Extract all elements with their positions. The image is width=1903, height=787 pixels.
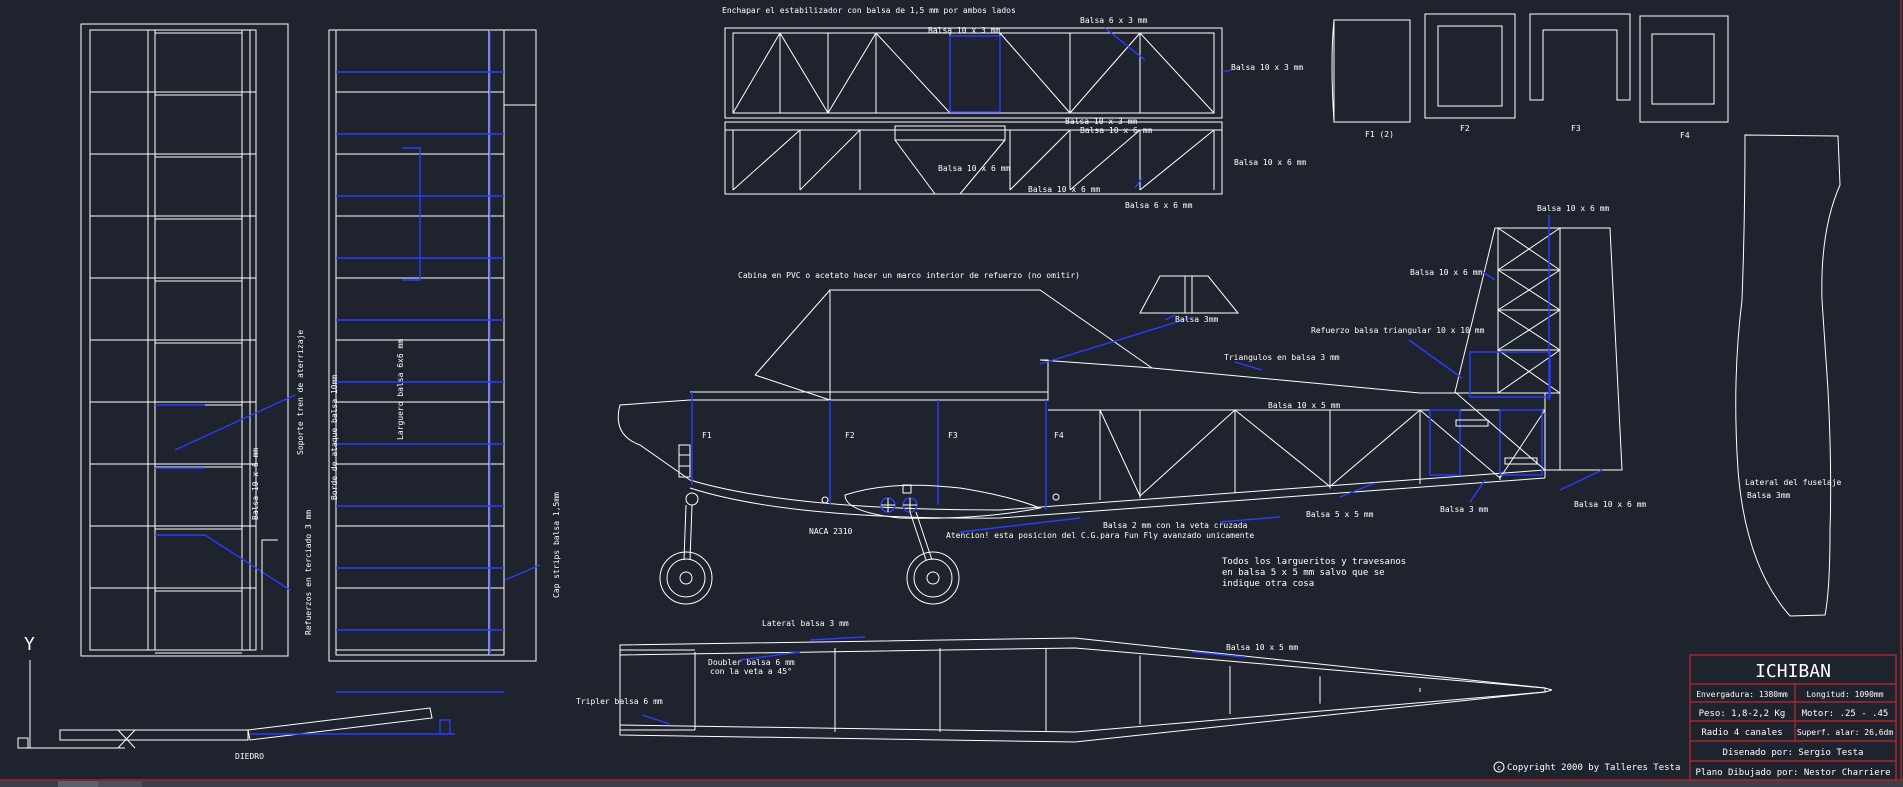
fus-label-fin-left: Balsa 10 x 6 mm [1410,268,1482,277]
svg-text:c: c [1497,764,1501,772]
drawing-line [1139,32,1215,114]
drawing-line [732,32,781,114]
wing-plan-left: Soporte tren de aterrizaje Balsa 10 x 6 … [80,23,313,657]
drawing-line [1234,409,1331,487]
fus-label-cabina: Cabina en PVC o acetato hacer un marco i… [738,271,1080,280]
drawing-line [1139,409,1236,497]
title-block-title: ICHIBAN [1755,661,1831,682]
drawing-line [875,32,951,114]
drawing-line [1099,409,1141,497]
drawing-line [1329,409,1421,487]
copyright-text: Copyright 2000 by Talleres Testa [1507,763,1680,773]
stab-label-b10x6-right: Balsa 10 x 6 mm [1234,158,1306,167]
former-label-f2: F2 [1460,124,1470,133]
fus-label-naca: NACA 2310 [809,527,853,536]
fuselage-lateral-profile: Lateral del fuselaje Balsa 3mm [1735,134,1842,617]
stab-label-b6x3: Balsa 6 x 3 mm [1080,16,1148,25]
former-label-f1: F1 (2) [1365,130,1394,139]
fus-note-line2: en balsa 5 x 5 mm salvo que se [1222,568,1385,578]
fus-label-atencion: Atencion! esta posicion del C.G.para Fun… [946,531,1254,540]
fus-label-triangulos: Triangulos en balsa 3 mm [1224,353,1340,362]
title-block-dibujado: Plano Dibujado por: Nestor Charriere [1695,768,1890,778]
ucs-axis-y: Y [24,634,35,655]
title-block-superficie: Superf. alar: 26,6dm [1797,728,1894,737]
former-label-f4: F4 [1680,131,1690,140]
stab-label-b10x6-bottom: Balsa 10 x 6 mm [1028,185,1100,194]
stab-note: Enchapar el estabilizador con balsa de 1… [722,6,1016,15]
diedro-view: DIEDRO [59,707,455,761]
fus-note-line1: Todos los largueritos y travesanos [1222,557,1406,567]
stab-label-b10x3-top: Balsa 10 x 3 mm [928,26,1000,35]
title-block-longitud: Longitud: 1090mm [1806,690,1883,699]
layout-tab-layout[interactable] [98,781,142,787]
title-block-motor: Motor: .25 - .45 [1802,709,1889,719]
fus-label-f1: F1 [702,431,712,440]
wing-label-borde: Borde de ataque balsa 10mm [330,375,339,500]
stabilizer-plan: Enchapar el estabilizador con balsa de 1… [722,6,1306,210]
fus-label-balsa3-top: Balsa 3mm [1175,315,1219,324]
drawing-line [779,32,829,114]
fus-label-refuerzo-tri: Refuerzo balsa triangular 10 x 10 mm [1311,326,1485,335]
drawing-line [799,129,861,191]
stab-label-b6x6: Balsa 6 x 6 mm [1125,201,1193,210]
ucs-axis-x: X [119,751,120,753]
drawing-line [732,129,801,191]
wing-label-cap: Cap strips balsa 1,5mm [552,492,561,598]
drawing-line [1499,409,1546,479]
title-block-peso: Peso: 1,8-2,2 Kg [1699,709,1786,719]
stab-label-b10x3-right: Balsa 10 x 3 mm [1231,63,1303,72]
top-label-b10x5: Balsa 10 x 5 mm [1226,643,1298,652]
top-label-doubler2: con la veta a 45° [710,667,792,676]
fus-label-f3: F3 [948,431,958,440]
fus-label-balsa2: Balsa 2 mm con la veta cruzada [1103,521,1248,530]
title-block-envergadura: Envergadura: 1380mm [1696,690,1788,699]
copyright: c Copyright 2000 by Talleres Testa [1493,761,1680,773]
layout-tab-model[interactable] [58,781,98,787]
wing-plan-right: Borde de ataque balsa 10mm Larguero bals… [328,29,561,693]
top-label-doubler1: Doubler balsa 6 mm [708,658,795,667]
fus-label-b5x5: Balsa 5 x 5 mm [1306,510,1374,519]
drawing-line [1069,129,1141,191]
drawing-line [999,32,1071,114]
fus-label-f2: F2 [845,431,855,440]
fus-note-line3: indique otra cosa [1222,579,1314,589]
top-label-tripler: Tripler balsa 6 mm [576,697,663,706]
fuselage-side-view: Cabina en PVC o acetato hacer un marco i… [617,204,1646,605]
ucs-axis-icon: Y X [17,634,136,753]
wing-label-larguero: Larguero balsa 6x6 mm [396,339,405,440]
drawing-line [1139,129,1215,191]
lateral-fus-balsa-label: Balsa 3mm [1747,491,1791,500]
former-label-f3: F3 [1571,124,1581,133]
top-label-lateral: Lateral balsa 3 mm [762,619,849,628]
fus-label-f4: F4 [1054,431,1064,440]
title-block-disenado: Disenado por: Sergio Testa [1723,748,1864,758]
wing-label-soporte: Soporte tren de aterrizaje [296,330,305,455]
status-bar[interactable] [0,781,1903,787]
wing-label-refuerzos: Refuerzos en terciado 3 mm [304,510,313,635]
formers: F1 (2) F2 F3 F4 [1331,13,1729,140]
stab-label-b10x3-mid: Balsa 10 x 3 mm [1065,117,1137,126]
fus-label-b10x5: Balsa 10 x 5 mm [1268,401,1340,410]
stab-label-b10x6-mid: Balsa 10 x 6 mm [1080,126,1152,135]
fus-label-b3mm: Balsa 3 mm [1440,505,1488,514]
fuselage-top-view: Lateral balsa 3 mm Balsa 10 x 5 mm Doubl… [576,619,1553,743]
drawing-line [827,32,877,114]
lateral-fus-label: Lateral del fuselaje [1745,478,1842,487]
stab-label-b10x6-left: Balsa 10 x 6 mm [938,164,1010,173]
drawing-line [1009,129,1071,191]
diedro-label: DIEDRO [235,752,264,761]
fus-label-fin-top: Balsa 10 x 6 mm [1537,204,1609,213]
wing-label-balsa10x6: Balsa 10 x 6 mm [251,448,260,520]
fus-label-tail-b10x6: Balsa 10 x 6 mm [1574,500,1646,509]
title-block-radio: Radio 4 canales [1701,728,1782,738]
